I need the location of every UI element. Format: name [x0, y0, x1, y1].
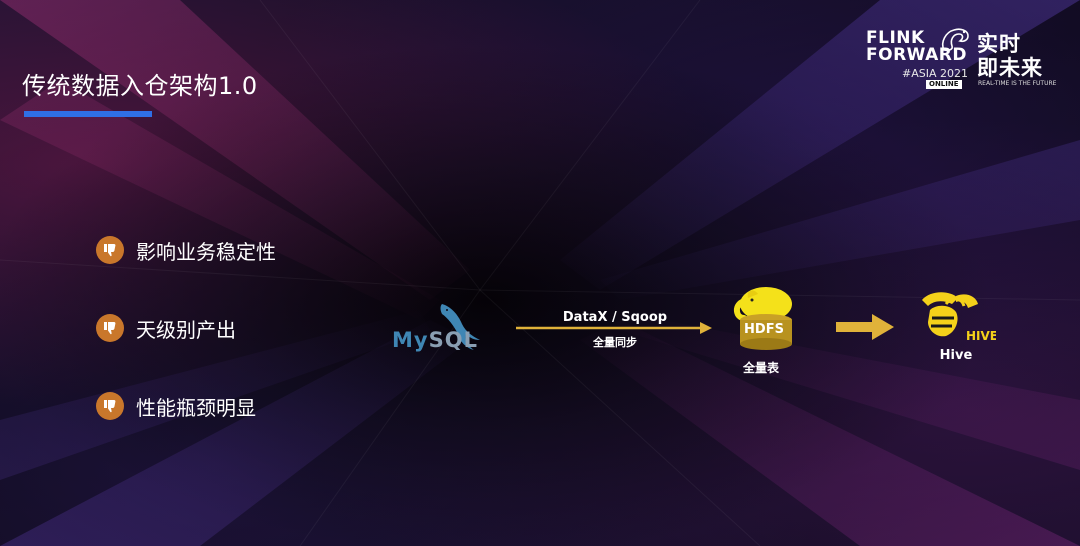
hive-logo-text: HIVE: [966, 329, 996, 343]
hive-caption: Hive: [939, 348, 973, 363]
squirrel-icon: [941, 28, 969, 52]
hdfs-box-label: HDFS: [744, 322, 784, 337]
mysql-my: My: [392, 328, 429, 352]
mysql-sql: SQL: [428, 328, 478, 352]
title-underline: [24, 111, 152, 117]
thumbs-down-icon: [104, 244, 116, 257]
logo-line1: FLINK: [866, 28, 925, 48]
mysql-dolphin-icon: [440, 304, 480, 350]
logo-wordmark: FLINK FORWARD: [866, 30, 967, 64]
logo-line2: FORWARD: [866, 45, 968, 65]
bullet-badge: [96, 236, 124, 264]
thumbs-down-icon: [104, 322, 116, 335]
sync-arrow: [516, 322, 712, 334]
hive-bee-icon: HIVE: [922, 292, 996, 343]
bullet-badge: [96, 392, 124, 420]
flink-forward-logo: FLINK FORWARD #ASIA 2021 ONLINE 实时 即未来 R…: [862, 28, 1062, 94]
logo-cn-slogan: 实时 即未来: [977, 32, 1057, 80]
sync-tool-label: DataX / Sqoop: [562, 310, 668, 325]
mysql-logo: MySQL: [390, 300, 500, 360]
logo-cn-line1: 实时: [977, 32, 1021, 56]
bullet-text: 影响业务稳定性: [136, 239, 276, 264]
logo-cn-line2: 即未来: [977, 56, 1043, 80]
bullet-text: 性能瓶颈明显: [136, 395, 256, 420]
logo-online-badge: ONLINE: [926, 80, 962, 89]
bullet-item: 性能瓶颈明显: [96, 391, 256, 421]
thumbs-down-icon: [104, 400, 116, 413]
flow-arrow-icon: [836, 314, 894, 340]
hadoop-elephant-icon: [734, 287, 792, 350]
sync-mode-label: 全量同步: [593, 336, 637, 349]
bullet-badge: [96, 314, 124, 342]
bullet-item: 影响业务稳定性: [96, 235, 276, 265]
logo-tagline: REAL-TIME IS THE FUTURE: [978, 80, 1057, 87]
bullet-item: 天级别产出: [96, 313, 236, 343]
page-title: 传统数据入仓架构1.0: [22, 72, 258, 100]
hdfs-caption: 全量表: [742, 361, 779, 375]
mysql-wordmark: MySQL: [392, 328, 478, 352]
bullet-text: 天级别产出: [136, 317, 236, 342]
logo-edition: #ASIA 2021: [902, 67, 968, 80]
